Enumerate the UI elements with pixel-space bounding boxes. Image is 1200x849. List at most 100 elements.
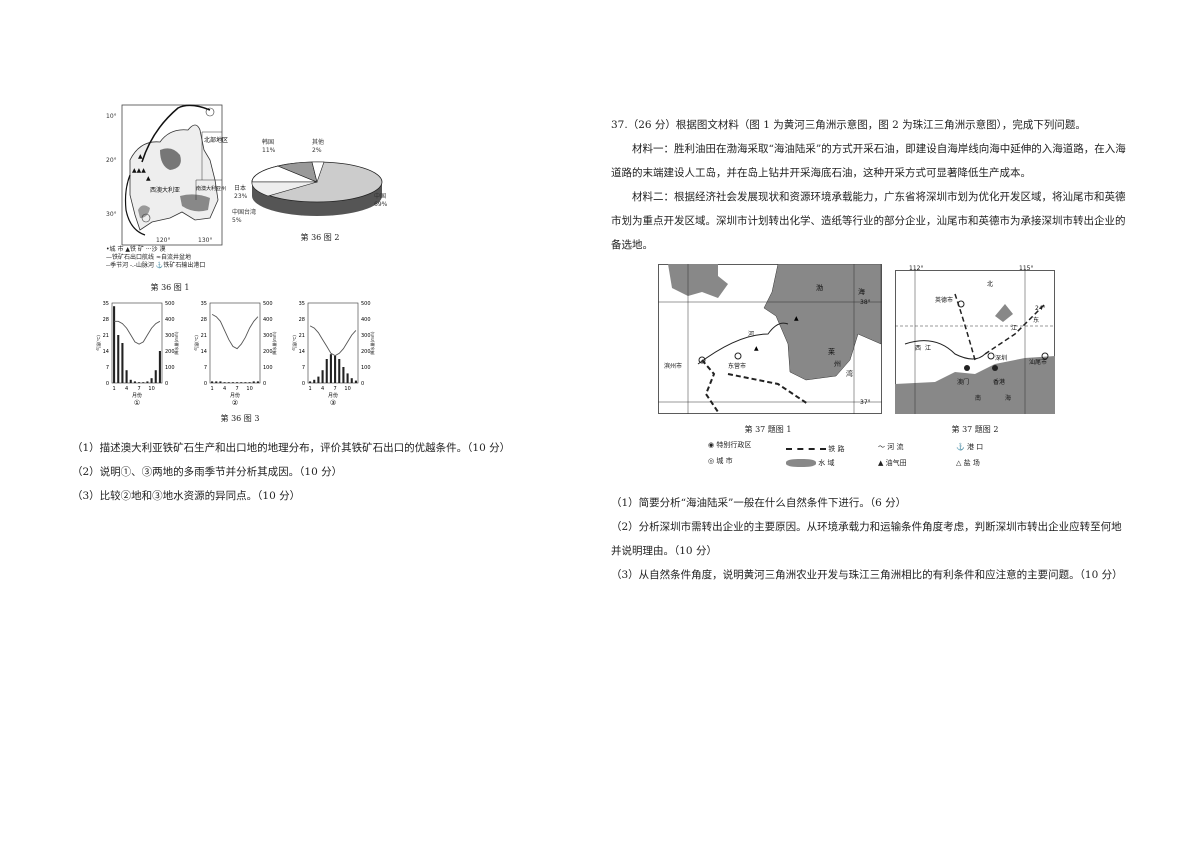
map2-caption: 第 37 题图 2 bbox=[951, 425, 999, 434]
precip-tick-label: 0 bbox=[165, 381, 168, 387]
month-tick-label: 7 bbox=[235, 386, 238, 392]
svg-text:深圳: 深圳 bbox=[995, 354, 1007, 362]
pearl-river-delta-map: 112° 115° 24° 英德市 北 东 江 深圳 香港 澳门 汕尾市 南 海… bbox=[895, 264, 1055, 414]
legend-item: ···沙 漠 bbox=[145, 246, 166, 253]
temp-tick-label: 7 bbox=[204, 365, 207, 371]
legend-item: ～ 河 流 bbox=[878, 443, 904, 451]
svg-text:滨州市: 滨州市 bbox=[664, 362, 682, 370]
pie-figure: 中国 69% 日本 23% 韩国 11% 其他 2% 中国台湾 5% bbox=[232, 130, 402, 230]
precip-tick-label: 300 bbox=[263, 333, 273, 339]
precip-bar bbox=[240, 382, 243, 383]
precip-bar bbox=[125, 370, 128, 383]
svg-text:11%: 11% bbox=[262, 147, 276, 154]
svg-text:23%: 23% bbox=[234, 193, 248, 200]
region-label-south: 南澳大利亚州 bbox=[196, 185, 226, 192]
svg-text:▲: ▲ bbox=[794, 315, 799, 322]
svg-text:海: 海 bbox=[858, 287, 865, 296]
svg-text:2%: 2% bbox=[312, 147, 322, 154]
pie-slice-other bbox=[311, 161, 325, 184]
month-tick-label: 4 bbox=[125, 386, 128, 392]
temp-tick-label: 14 bbox=[299, 349, 305, 355]
month-tick-label: 1 bbox=[112, 386, 115, 392]
svg-text:▲: ▲ bbox=[138, 153, 143, 160]
svg-text:30°: 30° bbox=[106, 211, 117, 218]
legend-item: ⚓铁矿石输出港口 bbox=[155, 262, 206, 269]
svg-text:东: 东 bbox=[1033, 316, 1039, 324]
svg-text:北: 北 bbox=[987, 280, 993, 288]
svg-text:▲: ▲ bbox=[146, 175, 151, 182]
precip-bar bbox=[223, 382, 226, 383]
temp-tick-label: 35 bbox=[103, 301, 109, 307]
month-tick-label: 4 bbox=[223, 386, 226, 392]
svg-text:州: 州 bbox=[834, 360, 841, 368]
svg-text:10°: 10° bbox=[106, 113, 117, 120]
question-37-intro: 37.（26 分）根据图文材料（图 1 为黄河三角洲示意图，图 2 为珠江三角洲… bbox=[611, 119, 1086, 131]
temp-tick-label: 21 bbox=[103, 333, 109, 339]
month-tick-label: 10 bbox=[246, 386, 252, 392]
climate-chart-frame bbox=[111, 302, 163, 384]
precip-bar bbox=[231, 382, 234, 383]
temperature-line bbox=[309, 325, 357, 357]
legend-item: ◉ 特别行政区 bbox=[708, 441, 752, 449]
climate-caption: 第 36 图 3 bbox=[220, 414, 260, 423]
precip-axis-label: 降水量(mm) bbox=[173, 331, 179, 354]
svg-text:莱: 莱 bbox=[828, 347, 835, 356]
precip-tick-label: 500 bbox=[361, 301, 371, 307]
precip-bar bbox=[309, 381, 312, 383]
svg-text:130°: 130° bbox=[198, 237, 212, 244]
svg-text:澳门: 澳门 bbox=[957, 378, 969, 386]
precip-bar bbox=[150, 378, 153, 383]
precip-bar bbox=[329, 354, 332, 383]
legend-item: ≈自流井盆地 bbox=[155, 254, 191, 261]
precip-bar bbox=[338, 359, 341, 383]
material-2: 材料二：根据经济社会发展现状和资源环境承载能力，广东省将深圳市划为优化开发区域，… bbox=[611, 191, 1126, 251]
precip-bar bbox=[158, 351, 161, 383]
svg-text:南: 南 bbox=[975, 394, 981, 402]
temp-tick-label: 28 bbox=[299, 317, 305, 323]
map1-caption: 第 37 题图 1 bbox=[744, 425, 792, 434]
svg-text:日本: 日本 bbox=[234, 184, 246, 192]
pie-caption: 第 36 图 2 bbox=[300, 233, 340, 242]
map-lat-labels: 10° 20° 30° bbox=[106, 113, 117, 218]
svg-text:江: 江 bbox=[925, 345, 931, 352]
svg-text:120°: 120° bbox=[156, 237, 170, 244]
chart-id-label: ① bbox=[134, 399, 140, 407]
precip-bar bbox=[342, 367, 345, 383]
temp-tick-label: 21 bbox=[299, 333, 305, 339]
precip-bar bbox=[248, 382, 251, 383]
legend-item: ▲铁 矿 bbox=[125, 246, 144, 253]
precip-bar bbox=[215, 381, 218, 383]
precip-tick-label: 0 bbox=[263, 381, 266, 387]
precip-bar bbox=[129, 379, 132, 383]
precip-bar bbox=[146, 381, 149, 383]
temp-axis-label: 气温(℃) bbox=[291, 335, 297, 351]
australia-map-figure: ▲▲▲▲▲ 10° 20° 30° 120° 130° 北部地区 西澳大利亚 南… bbox=[100, 100, 240, 280]
legend-item: --季节河 bbox=[106, 262, 129, 269]
svg-text:湾: 湾 bbox=[846, 369, 853, 378]
yellow-river-delta-map: ▲ ▲ 渤 海 莱 州 湾 滨州市 东营市 河 38° 37° bbox=[658, 263, 882, 414]
legend-item: —铁矿石出口航线 bbox=[106, 254, 155, 261]
question-36-1: （1）描述澳大利亚铁矿石生产和出口地的地理分布，评价其铁矿石出口的优越条件。（1… bbox=[72, 442, 511, 454]
svg-text:中国台湾: 中国台湾 bbox=[232, 208, 256, 216]
svg-text:5%: 5% bbox=[232, 217, 242, 224]
map-caption: 第 36 图 1 bbox=[150, 283, 190, 292]
svg-text:韩国: 韩国 bbox=[262, 138, 274, 146]
svg-text:115°: 115° bbox=[1019, 265, 1033, 272]
precip-bar bbox=[219, 381, 222, 383]
precip-bar bbox=[325, 359, 328, 383]
legend-item: ▲ 油气田 bbox=[878, 459, 907, 467]
legend-item: ⚓ 港 口 bbox=[956, 443, 984, 451]
temp-tick-label: 28 bbox=[201, 317, 207, 323]
precip-tick-label: 100 bbox=[165, 365, 175, 371]
precip-bar bbox=[142, 382, 145, 383]
month-tick-label: 10 bbox=[344, 386, 350, 392]
precip-tick-label: 400 bbox=[165, 317, 175, 323]
precip-tick-label: 200 bbox=[263, 349, 273, 355]
precip-tick-label: 300 bbox=[361, 333, 371, 339]
precip-tick-label: 100 bbox=[361, 365, 371, 371]
svg-text:渤: 渤 bbox=[816, 283, 823, 292]
precip-bar bbox=[121, 343, 124, 383]
svg-text:西: 西 bbox=[915, 345, 921, 352]
pie-slice-taiwan bbox=[251, 181, 318, 197]
